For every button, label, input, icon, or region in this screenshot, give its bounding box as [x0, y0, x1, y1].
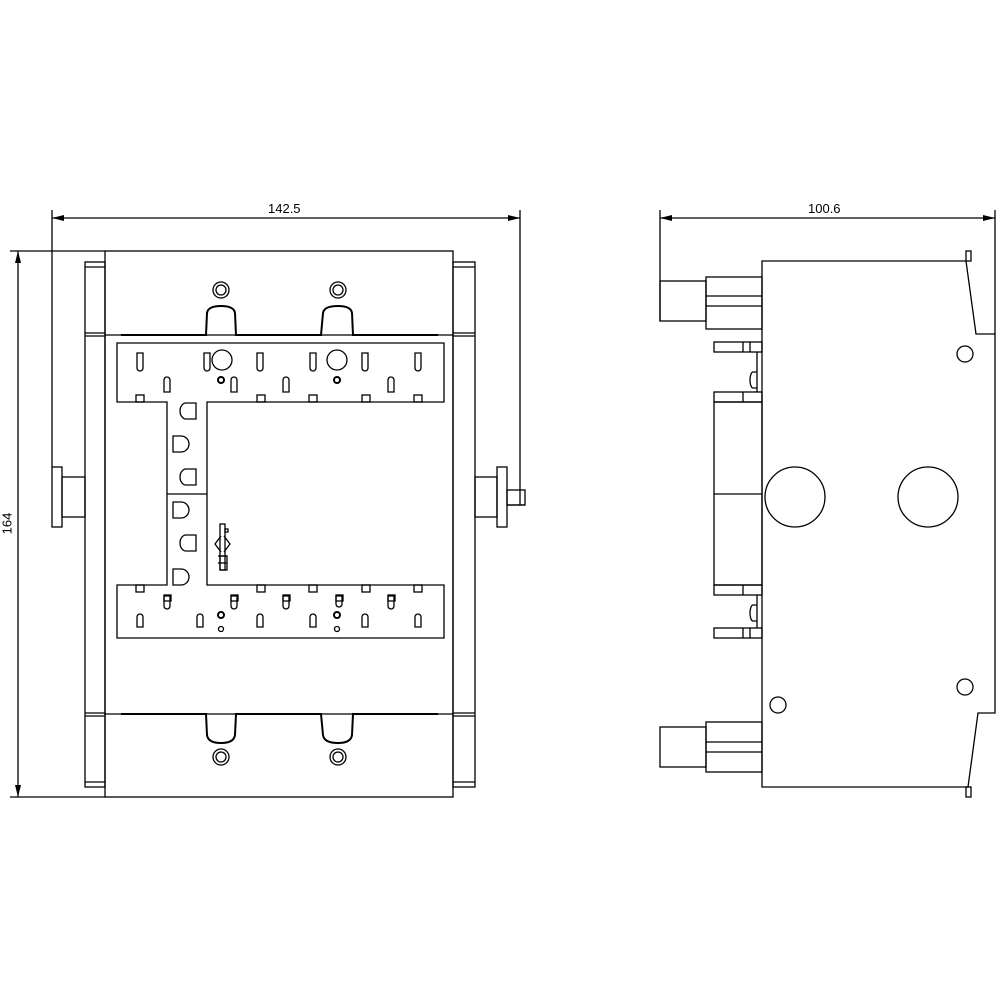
bottom-flange — [105, 713, 453, 766]
mounting-hole-icon — [212, 748, 230, 766]
mounting-hole-icon — [769, 696, 787, 714]
knockout-hole-icon — [764, 466, 826, 528]
switch-mechanism-icon — [214, 523, 231, 571]
mounting-hole-icon — [956, 345, 974, 363]
right-connector — [474, 466, 526, 528]
bottom-side-connector — [659, 721, 763, 773]
dimension-height — [10, 250, 105, 798]
terminal-screw-icon — [326, 349, 348, 371]
dimension-height-label: 164 — [0, 512, 15, 535]
left-connector — [51, 466, 86, 528]
mounting-hole-icon — [956, 678, 974, 696]
knockout-hole-icon — [897, 466, 959, 528]
side-view — [659, 210, 996, 798]
top-side-connector — [659, 276, 763, 330]
top-terminal-block — [116, 342, 445, 639]
center-channel — [167, 402, 231, 586]
side-body — [761, 260, 996, 788]
dimension-depth-label: 100.6 — [808, 201, 841, 216]
main-body — [104, 250, 454, 798]
side-bracket — [713, 341, 763, 639]
mounting-hole-icon — [329, 281, 347, 299]
mounting-hole-icon — [329, 748, 347, 766]
dimension-width — [51, 210, 525, 506]
right-rail — [452, 261, 476, 788]
mounting-hole-icon — [212, 281, 230, 299]
top-flange — [105, 281, 453, 336]
bottom-terminal-block — [135, 584, 423, 633]
dimension-depth — [659, 210, 996, 334]
dimension-width-label: 142.5 — [268, 201, 301, 216]
left-rail — [84, 261, 106, 788]
front-view — [10, 210, 526, 798]
terminal-screw-icon — [211, 349, 233, 371]
